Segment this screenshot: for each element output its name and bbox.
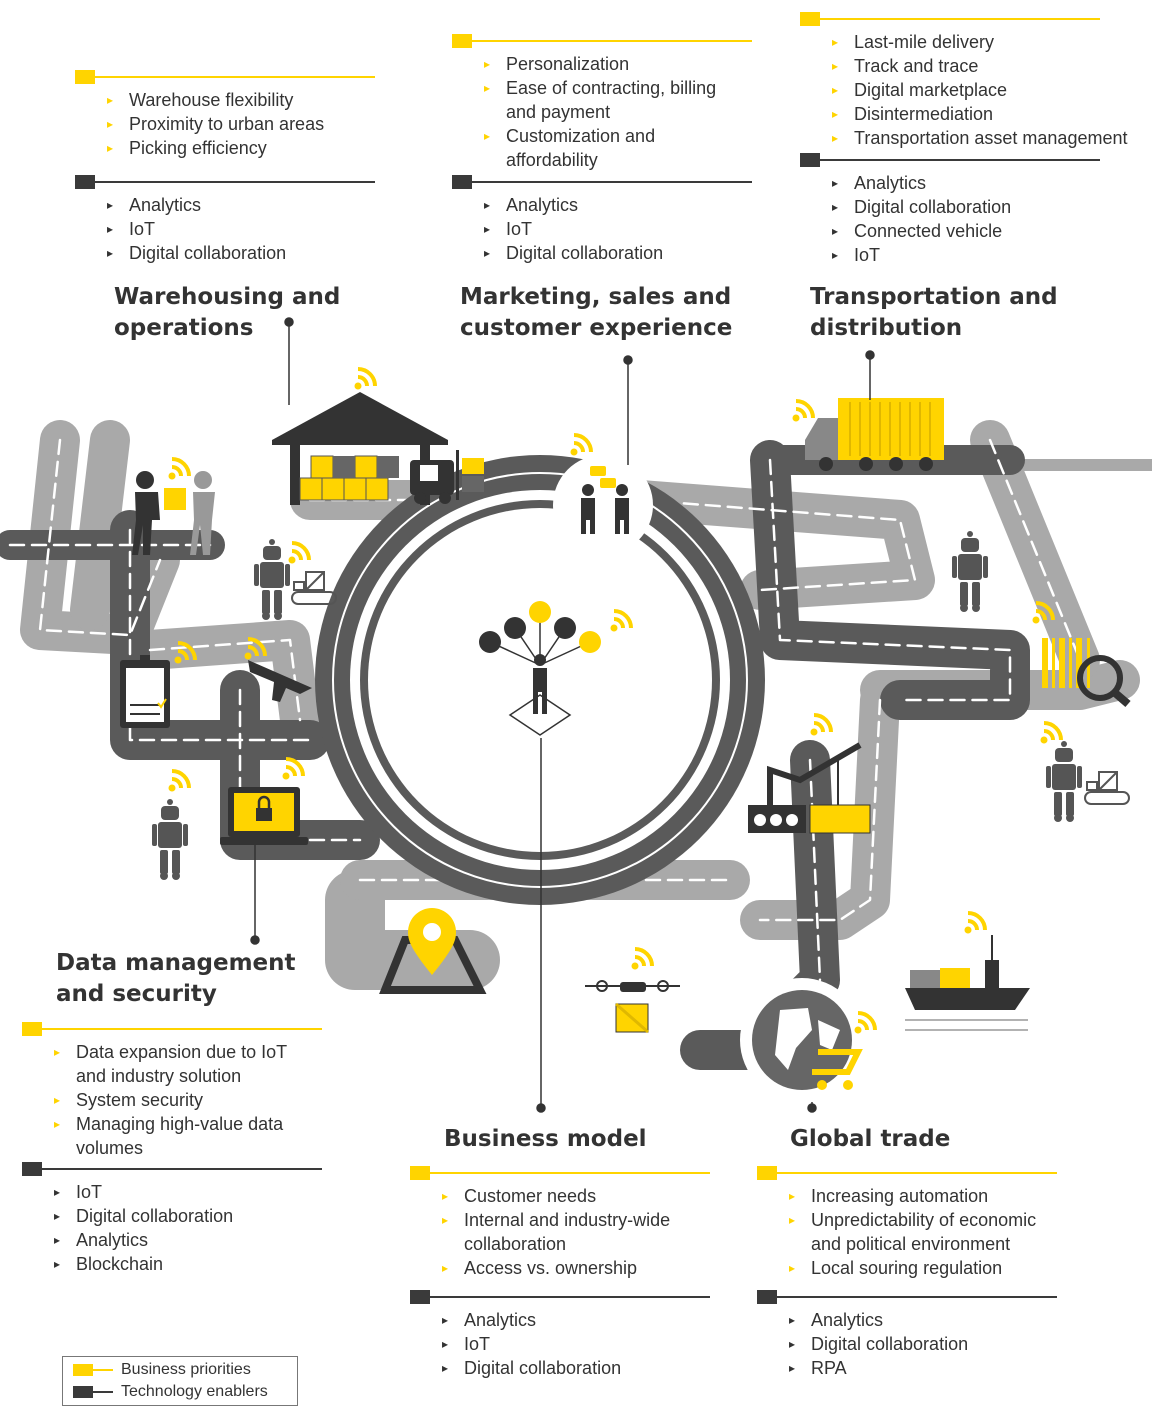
data-enablers: IoT Digital collaboration Analytics Bloc… <box>22 1162 352 1284</box>
trade-priorities: Increasing automation Unpredictability o… <box>757 1166 1087 1288</box>
list-item: Digital collaboration <box>789 1332 1087 1356</box>
list-item: Proximity to urban areas <box>107 112 405 136</box>
barcode-magnifier-icon <box>1042 638 1131 708</box>
trade-enablers: Analytics Digital collaboration RPA <box>757 1290 1087 1388</box>
list-item: Digital collaboration <box>832 195 1130 219</box>
legend-item-priorities: Business priorities <box>63 1359 297 1381</box>
people-chat-icon <box>553 455 653 555</box>
forklift-icon <box>410 450 484 504</box>
section-title-transportation: Transportation and distribution <box>810 284 1058 341</box>
section-title-data: Data management and security <box>56 950 296 1007</box>
list-item: Analytics <box>442 1308 740 1332</box>
transportation-priorities: Last-mile delivery Track and trace Digit… <box>800 12 1150 158</box>
list-item: IoT <box>107 217 405 241</box>
list-item: Analytics <box>832 171 1130 195</box>
list-item: Blockchain <box>54 1252 352 1276</box>
list-item: Customer needs <box>442 1184 740 1208</box>
robot-icon <box>952 531 988 612</box>
warehousing-enablers: Analytics IoT Digital collaboration <box>75 175 405 273</box>
list-item: Analytics <box>484 193 782 217</box>
list-item: IoT <box>484 217 782 241</box>
section-title-marketing: Marketing, sales and customer experience <box>460 284 733 341</box>
list-item: IoT <box>832 243 1130 267</box>
list-item: Local souring regulation <box>789 1256 1087 1280</box>
crane-icon <box>748 742 871 834</box>
drone-icon <box>585 980 680 1034</box>
list-item: Analytics <box>54 1228 352 1252</box>
list-item: Digital collaboration <box>442 1356 740 1380</box>
laptop-lock-icon <box>220 787 308 845</box>
balloon-person-icon <box>479 601 601 736</box>
list-item: IoT <box>442 1332 740 1356</box>
list-item: Analytics <box>789 1308 1087 1332</box>
truck-icon <box>805 398 944 471</box>
list-item: Connected vehicle <box>832 219 1130 243</box>
clipboard-icon <box>120 655 170 728</box>
globe-cart-icon <box>740 978 864 1102</box>
list-item: Digital collaboration <box>107 241 405 265</box>
list-item: Disintermediation <box>832 102 1150 126</box>
list-item: IoT <box>54 1180 352 1204</box>
list-item: Digital collaboration <box>54 1204 352 1228</box>
robot-icon <box>152 799 188 880</box>
list-item: Warehouse flexibility <box>107 88 405 112</box>
location-pin-icon <box>379 908 487 994</box>
robot-icon <box>1046 741 1082 822</box>
legend: Business priorities Technology enablers <box>62 1356 298 1406</box>
list-item: Increasing automation <box>789 1184 1087 1208</box>
list-item: Digital marketplace <box>832 78 1150 102</box>
list-item: Digital collaboration <box>484 241 782 265</box>
list-item: RPA <box>789 1356 1087 1380</box>
list-item: System security <box>54 1088 352 1112</box>
list-item: Track and trace <box>832 54 1150 78</box>
business-enablers: Analytics IoT Digital collaboration <box>410 1290 740 1388</box>
list-item: Personalization <box>484 52 782 76</box>
section-title-trade: Global trade <box>790 1126 951 1152</box>
list-item: Analytics <box>107 193 405 217</box>
connector-lines <box>250 317 875 1113</box>
marketing-priorities: Personalization Ease of contracting, bil… <box>452 34 782 180</box>
airplane-icon <box>248 660 312 702</box>
transportation-enablers: Analytics Digital collaboration Connecte… <box>800 153 1130 275</box>
business-priorities: Customer needs Internal and industry-wid… <box>410 1166 740 1288</box>
ship-icon <box>905 935 1030 1031</box>
section-title-business: Business model <box>444 1126 647 1152</box>
marketing-enablers: Analytics IoT Digital collaboration <box>452 175 782 273</box>
list-item: Last-mile delivery <box>832 30 1150 54</box>
list-item: Picking efficiency <box>107 136 405 160</box>
warehousing-priorities: Warehouse flexibility Proximity to urban… <box>75 70 405 168</box>
list-item: Access vs. ownership <box>442 1256 740 1280</box>
handshake-icon <box>132 471 215 555</box>
section-title-warehousing: Warehousing and operations <box>114 284 341 341</box>
legend-item-enablers: Technology enablers <box>63 1381 297 1403</box>
list-item: Transportation asset management <box>832 126 1150 150</box>
robot-icon <box>254 539 290 620</box>
